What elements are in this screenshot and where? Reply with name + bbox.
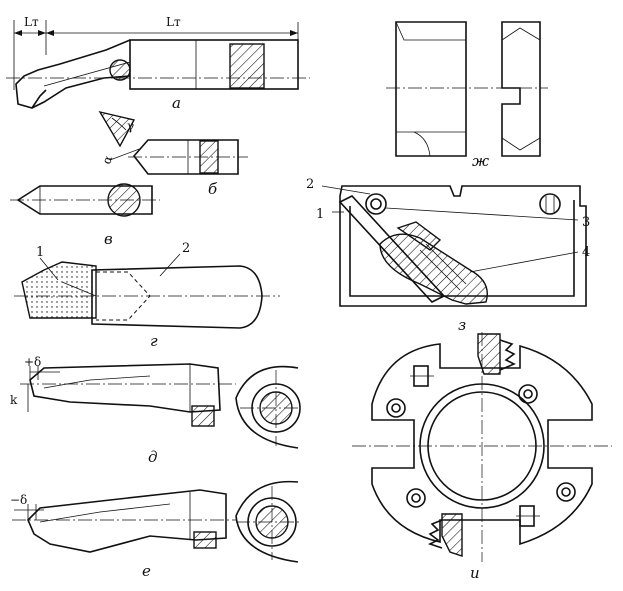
view-i-boring-head: и	[352, 332, 612, 582]
callout-z-3: 3	[582, 215, 590, 230]
callout-z-1: 1	[316, 207, 324, 222]
callout-z-4: 4	[582, 245, 590, 260]
view-b-label: б	[208, 180, 218, 198]
dim-alpha: α	[99, 154, 115, 166]
view-e-label: е	[142, 562, 151, 580]
dim-k: k	[10, 393, 18, 407]
view-zh-label: ж	[472, 152, 489, 170]
dim-plus-delta: +δ	[24, 355, 41, 369]
callout-g-2: 2	[182, 241, 190, 256]
view-z-label: з	[458, 316, 466, 334]
view-i-label: и	[470, 564, 480, 582]
dim-gamma: γ	[127, 119, 134, 133]
callout-z-2: 2	[306, 177, 314, 192]
view-g-insert-holder: 1 2 г	[14, 241, 280, 350]
view-d-label: д	[148, 448, 158, 466]
view-a-label: а	[172, 94, 181, 112]
view-d-cutter-plus-delta: +δ k д	[10, 355, 301, 466]
callout-g-1: 1	[36, 245, 44, 260]
view-v-label: в	[104, 230, 113, 248]
dim-lt-right: Lт	[166, 15, 181, 29]
view-g-label: г	[150, 332, 158, 350]
view-v-round-tool: в	[10, 183, 160, 248]
dim-lt-left: Lт	[24, 15, 39, 29]
view-e-cutter-minus-delta: −δ е	[10, 480, 300, 580]
view-a-boring-bar: Lт Lт а	[6, 15, 310, 112]
view-z-cartridge-holder: 2 1 3 4 з	[306, 177, 590, 334]
view-b-tool-with-angles: γ α б	[98, 110, 248, 198]
view-zh-two-blades: ж	[386, 21, 548, 170]
dim-minus-delta: −δ	[10, 493, 27, 507]
